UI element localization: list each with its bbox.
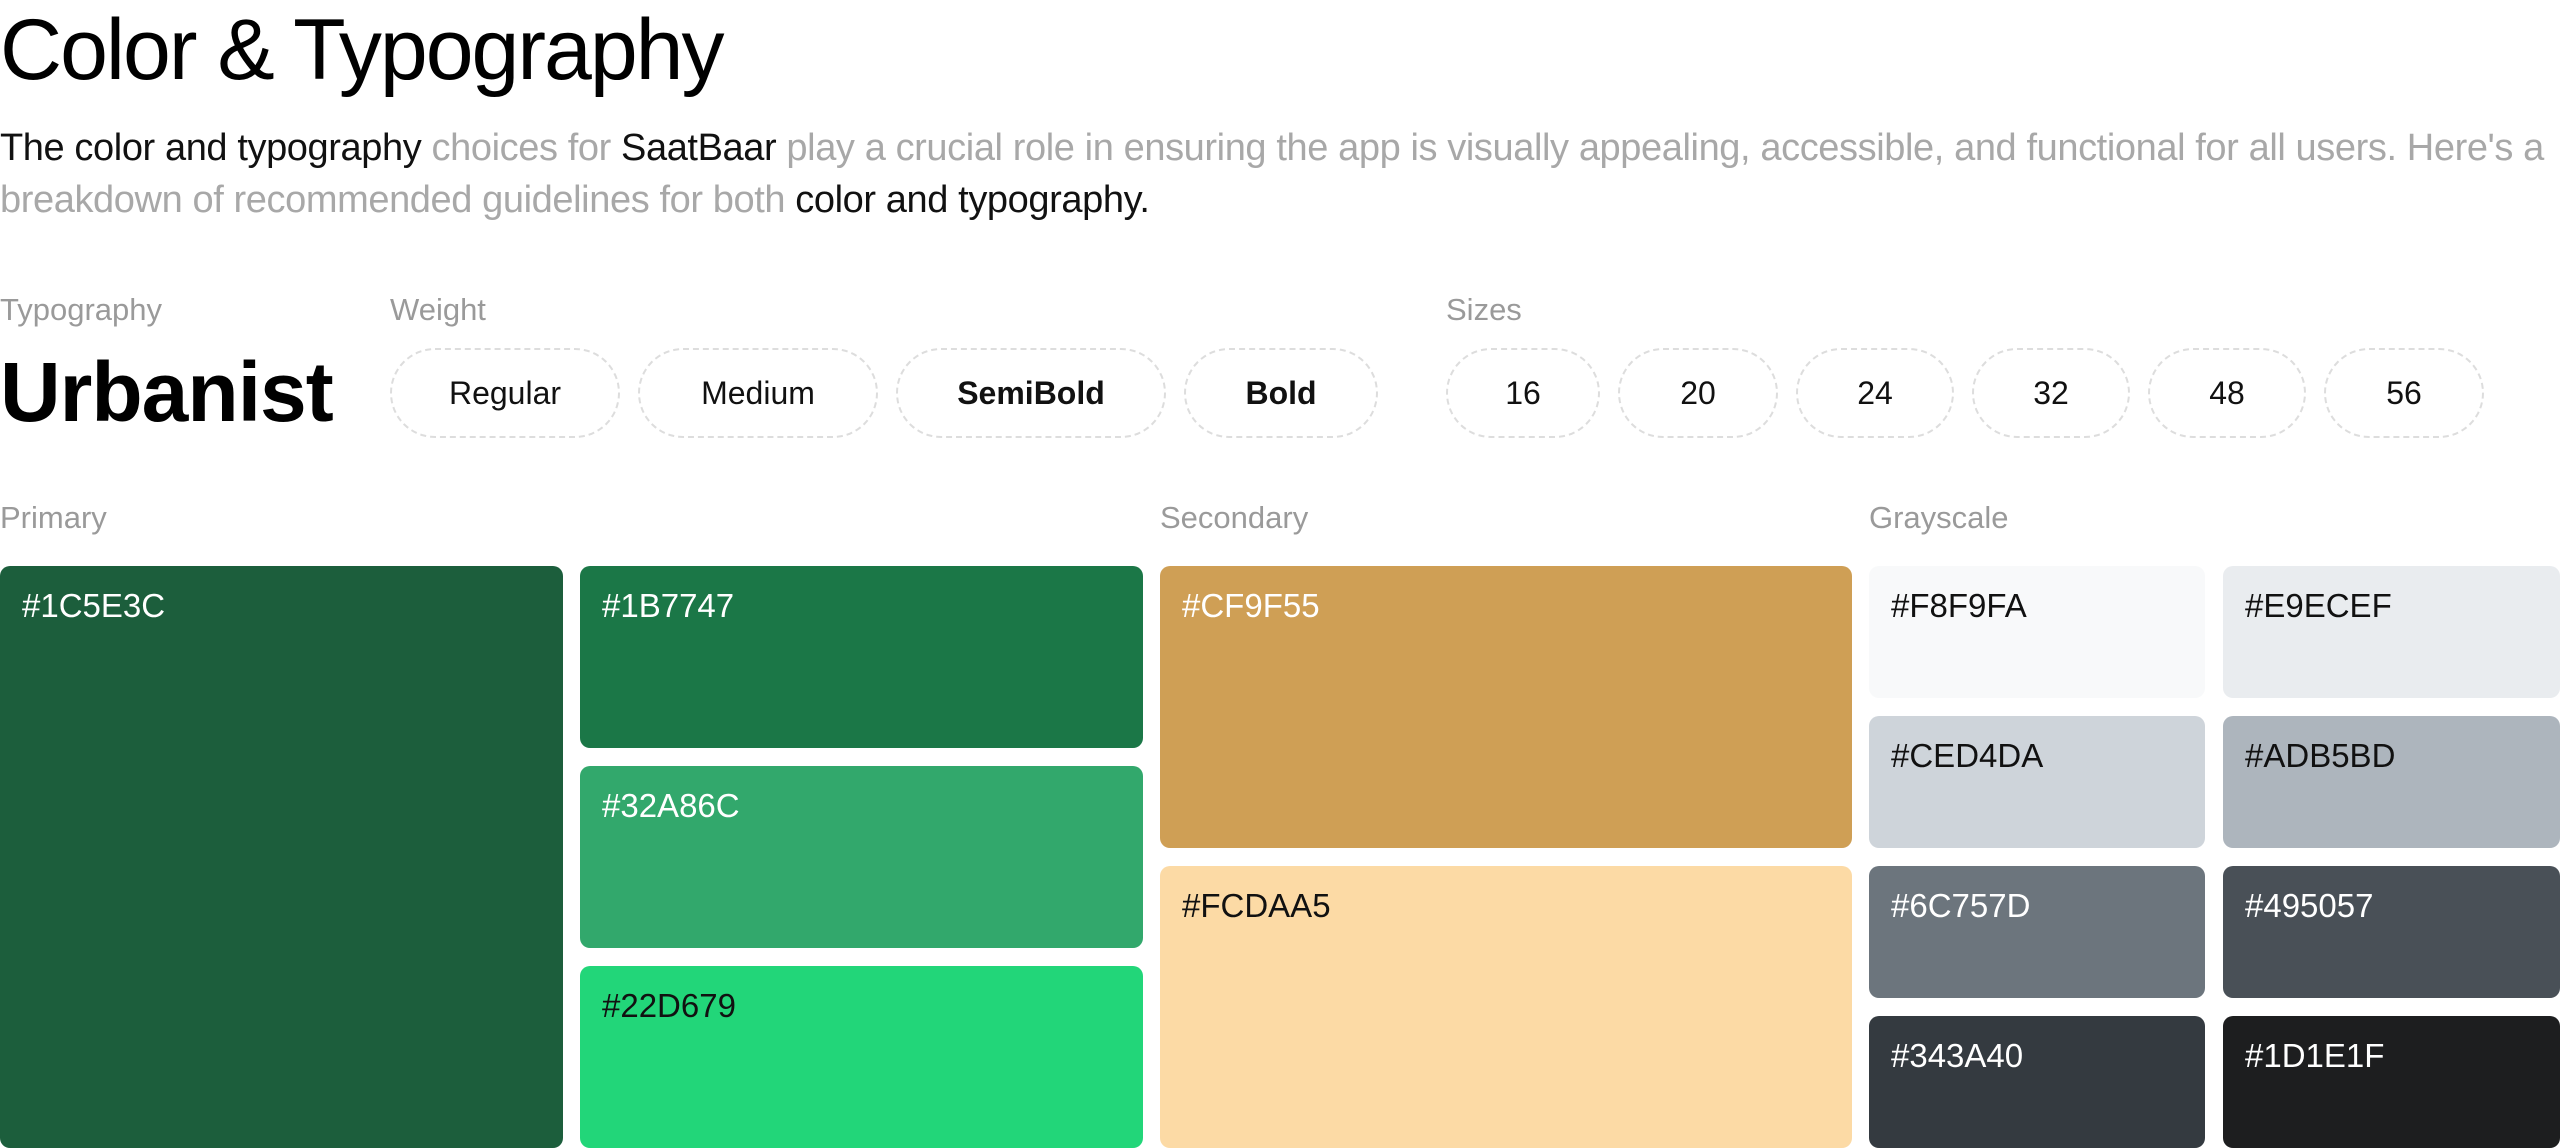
swatch-primary-4[interactable]: #22D679	[580, 966, 1143, 1148]
swatch-grayscale-7[interactable]: #343A40	[1869, 1016, 2205, 1148]
swatch-grayscale-1[interactable]: #F8F9FA	[1869, 566, 2205, 698]
size-pill-24[interactable]: 24	[1796, 348, 1954, 438]
swatch-secondary-2[interactable]: #FCDAA5	[1160, 866, 1852, 1148]
size-pill-48[interactable]: 48	[2148, 348, 2306, 438]
swatch-grayscale-2[interactable]: #E9ECEF	[2223, 566, 2560, 698]
swatch-grayscale-8[interactable]: #1D1E1F	[2223, 1016, 2560, 1148]
intro-segment: The color and typography	[0, 127, 422, 169]
sizes-label: Sizes	[1446, 292, 1522, 327]
swatch-grayscale-6[interactable]: #495057	[2223, 866, 2560, 998]
intro-segment: SaatBaar	[621, 127, 777, 169]
grayscale-label: Grayscale	[1869, 500, 2009, 535]
size-pill-56[interactable]: 56	[2324, 348, 2484, 438]
swatch-grayscale-4[interactable]: #ADB5BD	[2223, 716, 2560, 848]
weight-pill-medium[interactable]: Medium	[638, 348, 878, 438]
weight-pill-regular[interactable]: Regular	[390, 348, 620, 438]
intro-segment: color and typography.	[795, 179, 1150, 221]
intro-segment: play a crucial role in ensuring the app …	[0, 127, 2544, 221]
swatch-primary-3[interactable]: #32A86C	[580, 766, 1143, 948]
font-name: Urbanist	[0, 345, 334, 439]
weight-pill-bold[interactable]: Bold	[1184, 348, 1378, 438]
swatch-grayscale-5[interactable]: #6C757D	[1869, 866, 2205, 998]
swatch-primary-2[interactable]: #1B7747	[580, 566, 1143, 748]
intro-paragraph: The color and typography choices for Saa…	[0, 122, 2560, 226]
size-pill-32[interactable]: 32	[1972, 348, 2130, 438]
swatch-grayscale-3[interactable]: #CED4DA	[1869, 716, 2205, 848]
swatch-secondary-1[interactable]: #CF9F55	[1160, 566, 1852, 848]
weight-label: Weight	[390, 292, 486, 327]
size-pill-16[interactable]: 16	[1446, 348, 1600, 438]
size-pill-20[interactable]: 20	[1618, 348, 1778, 438]
page-title: Color & Typography	[0, 2, 725, 98]
typography-label: Typography	[0, 292, 162, 327]
swatch-primary-1[interactable]: #1C5E3C	[0, 566, 563, 1148]
secondary-label: Secondary	[1160, 500, 1309, 535]
primary-label: Primary	[0, 500, 107, 535]
weight-pill-semibold[interactable]: SemiBold	[896, 348, 1166, 438]
intro-segment: choices for	[421, 127, 622, 169]
